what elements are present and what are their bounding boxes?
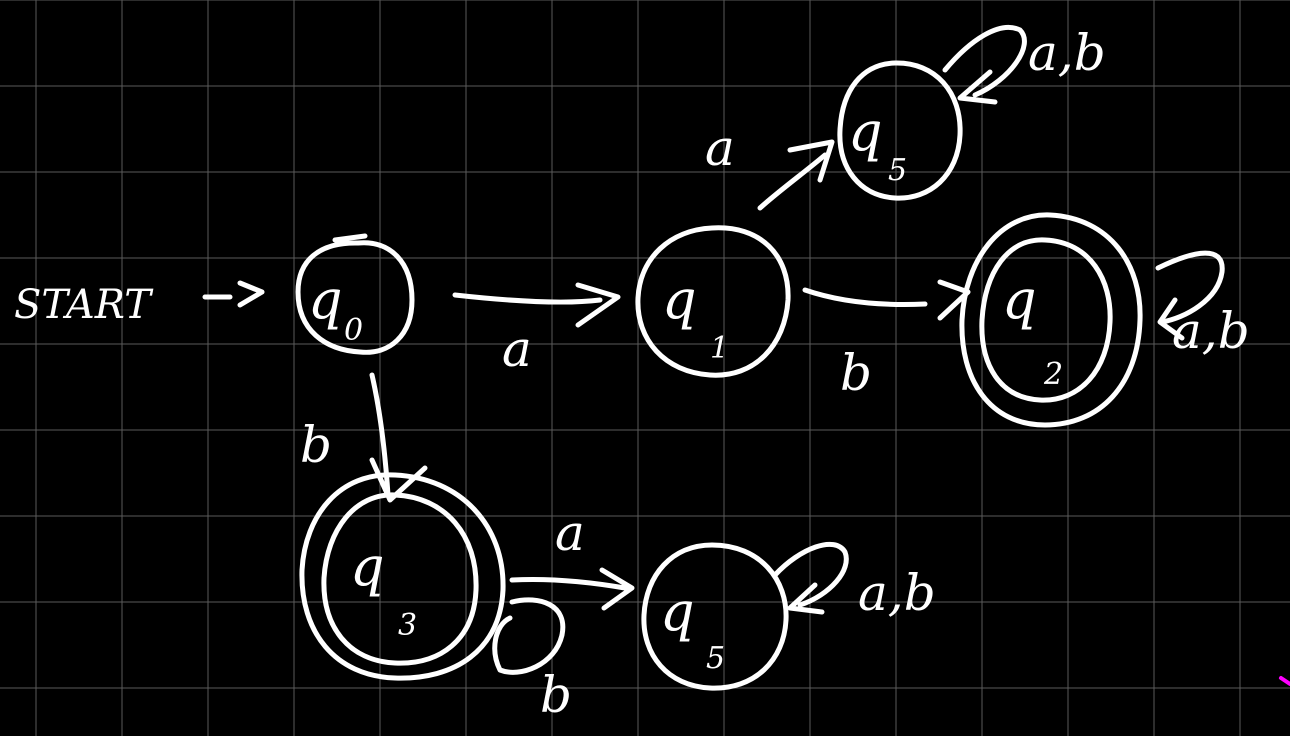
edge-q1-q2[interactable]: b [802, 279, 971, 402]
state-q4-letter: q [848, 100, 883, 163]
edge-q0-q3-label: b [300, 416, 332, 474]
state-q3-outer-circle [299, 472, 506, 681]
start-arrow [202, 280, 265, 308]
edge-q4-self-loop [942, 24, 1027, 105]
state-q5-circle [641, 542, 789, 691]
start-indicator: START [14, 280, 265, 328]
edge-q3-self-loop [492, 597, 566, 675]
edge-q5-self[interactable]: a,b [772, 541, 936, 622]
edge-q2-self-loop [1155, 250, 1225, 341]
state-q1[interactable]: q 1 [635, 225, 791, 378]
edge-q5-self-loop [772, 541, 849, 615]
edge-q3-self[interactable]: b [492, 597, 572, 724]
edge-q0-q3[interactable]: b [300, 372, 428, 503]
state-q4-circle [837, 60, 963, 201]
state-q1-circle [635, 225, 791, 378]
edge-q1-q4-label: a [705, 119, 735, 177]
state-q2-outer-circle [959, 212, 1143, 428]
edge-q3-q5-label: a [555, 504, 585, 562]
edge-q3-q5-line [509, 567, 635, 611]
state-q4[interactable]: q 5 [837, 60, 963, 201]
state-q0-letter: q [308, 268, 343, 331]
edge-q0-q1-line [452, 282, 621, 328]
state-q5-letter: q [660, 580, 695, 643]
edge-q2-self[interactable]: a,b [1155, 250, 1250, 360]
state-q1-subscript: 1 [710, 331, 729, 366]
state-q2[interactable]: q 2 [959, 212, 1143, 428]
state-q4-subscript: 5 [888, 153, 907, 188]
start-label: START [14, 282, 154, 328]
edge-q1-q4[interactable]: a [705, 119, 835, 211]
state-q2-inner-circle [979, 237, 1113, 403]
edge-q0-q1[interactable]: a [452, 282, 621, 378]
edge-q4-self[interactable]: a,b [942, 24, 1106, 105]
state-q3-inner-circle [321, 492, 479, 666]
state-q3[interactable]: q 3 [299, 472, 506, 681]
edge-q2-self-label: a,b [1172, 302, 1250, 360]
state-q5-subscript: 5 [706, 641, 725, 676]
state-q3-letter: q [350, 535, 385, 598]
edge-q0-q3-line [369, 372, 428, 503]
state-q0-circle [295, 233, 415, 355]
edge-q1-q2-label: b [840, 344, 872, 402]
edge-q0-q1-label: a [502, 320, 532, 378]
state-q5[interactable]: q 5 [641, 542, 789, 691]
state-q2-subscript: 2 [1043, 357, 1063, 392]
edge-q5-self-label: a,b [858, 564, 936, 622]
edge-q1-q2-line [802, 279, 971, 321]
state-q1-letter: q [662, 268, 697, 331]
state-q0[interactable]: q 0 [295, 233, 415, 355]
state-q2-letter: q [1002, 268, 1037, 331]
state-q3-subscript: 3 [398, 608, 417, 643]
edge-q1-q4-line [757, 139, 835, 211]
state-q0-subscript: 0 [344, 313, 363, 348]
edge-q4-self-label: a,b [1028, 24, 1106, 82]
stray-magenta-mark [1279, 676, 1290, 686]
edge-q3-q5[interactable]: a [509, 504, 635, 611]
edge-q3-self-label: b [540, 666, 572, 724]
